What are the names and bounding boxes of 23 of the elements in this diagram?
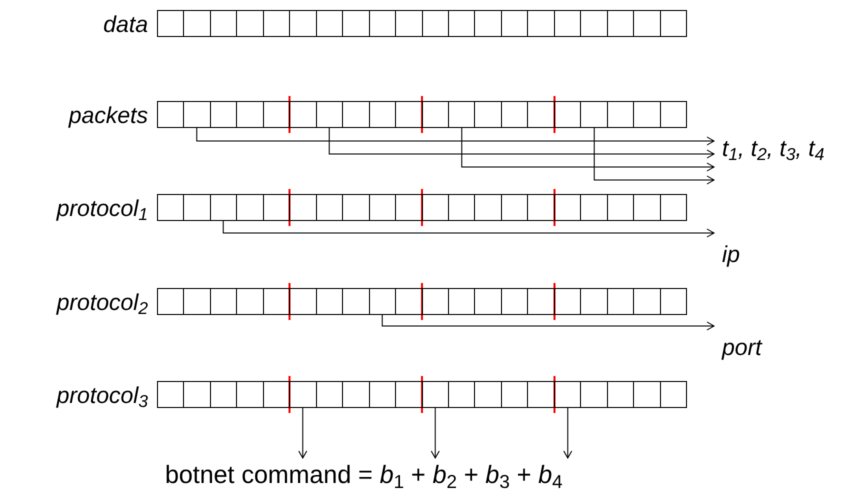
output-label: t$_{1}$, t$_{2}$, t$_{3}$, t$_{4}$ <box>722 134 824 163</box>
cell-strip <box>157 194 687 221</box>
cell-strip <box>157 10 687 37</box>
arrow <box>298 408 308 458</box>
arrow <box>328 128 714 158</box>
cell-strip <box>157 288 687 315</box>
row-label: protocol$_{3}$ <box>56 384 148 407</box>
arrow <box>594 128 714 184</box>
row-label: data <box>103 13 148 36</box>
arrow <box>196 128 714 146</box>
arrow <box>382 314 714 330</box>
output-label: ip <box>722 240 740 269</box>
row-label: packets <box>68 104 148 127</box>
output-label: botnet command = b$_{1}$ + b$_{2}$ + b$_{3}$ + b$_{4}$ <box>165 460 645 492</box>
arrow <box>461 128 714 172</box>
row-label: protocol$_{2}$ <box>56 291 148 314</box>
arrow <box>222 220 714 238</box>
row-label: protocol$_{1}$ <box>56 197 148 220</box>
output-label: port <box>722 333 762 362</box>
arrow <box>563 408 572 458</box>
cell-strip <box>157 101 687 128</box>
cell-strip <box>157 381 687 408</box>
arrow <box>430 408 440 458</box>
